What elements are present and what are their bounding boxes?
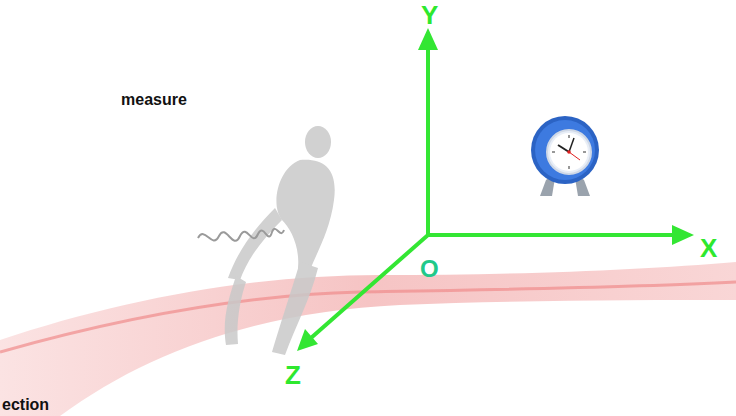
- watermark-swoosh: [0, 262, 736, 416]
- watermark-logo: [198, 229, 284, 241]
- axes: [303, 34, 686, 345]
- clock-icon: [531, 116, 599, 196]
- axis-label: Z: [285, 362, 301, 388]
- origin-label: O: [420, 257, 439, 281]
- fragment-text: measure: [121, 92, 187, 108]
- watermark-figure: [225, 126, 335, 355]
- axis-label: X: [700, 235, 717, 261]
- fragment-text: ection: [2, 397, 49, 413]
- axis-label: Y: [421, 2, 438, 28]
- watermark-swoosh-line: [0, 282, 736, 352]
- arrowheads: [297, 28, 694, 351]
